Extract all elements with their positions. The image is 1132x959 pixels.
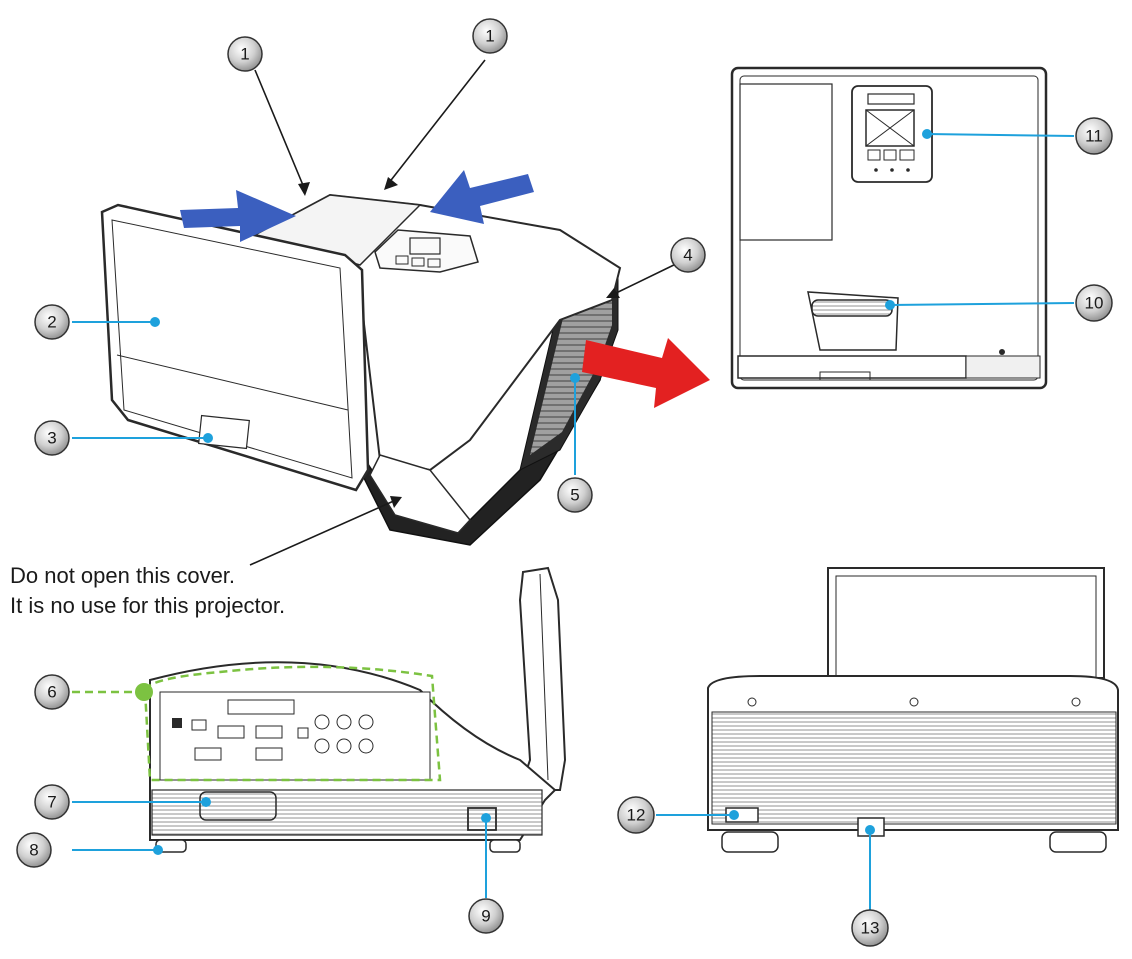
svg-text:7: 7 [47,793,56,812]
top-view [730,66,1048,390]
callout-13: 13 [851,909,889,947]
callout-7: 7 [34,784,70,820]
ports-dot [135,683,153,701]
callout-10: 10 [1075,284,1113,322]
svg-text:1: 1 [485,27,494,46]
svg-text:6: 6 [47,683,56,702]
svg-text:1: 1 [240,45,249,64]
callout-6: 6 [34,674,70,710]
callout-8: 8 [16,832,52,868]
svg-text:5: 5 [570,486,579,505]
svg-text:13: 13 [861,919,880,938]
blue-arrow-icon [180,170,534,242]
red-arrow-icon [582,338,710,408]
callout-9: 9 [468,898,504,934]
svg-text:4: 4 [683,246,692,265]
callout-11: 11 [1075,117,1113,155]
side-view [143,566,567,853]
rear-view [707,567,1119,853]
callout-12: 12 [617,796,655,834]
svg-text:10: 10 [1085,294,1104,313]
leader-dots [150,129,932,855]
svg-text:3: 3 [47,429,56,448]
svg-text:9: 9 [481,907,490,926]
cover-warning-line-2: It is no use for this projector. [10,593,286,618]
callout-1a: 1 [227,36,263,72]
callout-1b: 1 [472,18,508,54]
callout-4: 4 [670,237,706,273]
svg-text:8: 8 [29,841,38,860]
svg-text:11: 11 [1085,127,1103,146]
svg-text:12: 12 [627,806,646,825]
leader-lines [72,133,1075,910]
callout-3: 3 [34,420,70,456]
callout-5: 5 [557,477,593,513]
callout-2: 2 [34,304,70,340]
front-perspective-view [100,59,710,566]
svg-text:2: 2 [47,313,56,332]
top-keypad [374,229,479,273]
cover-warning-line-1: Do not open this cover. [10,563,236,588]
